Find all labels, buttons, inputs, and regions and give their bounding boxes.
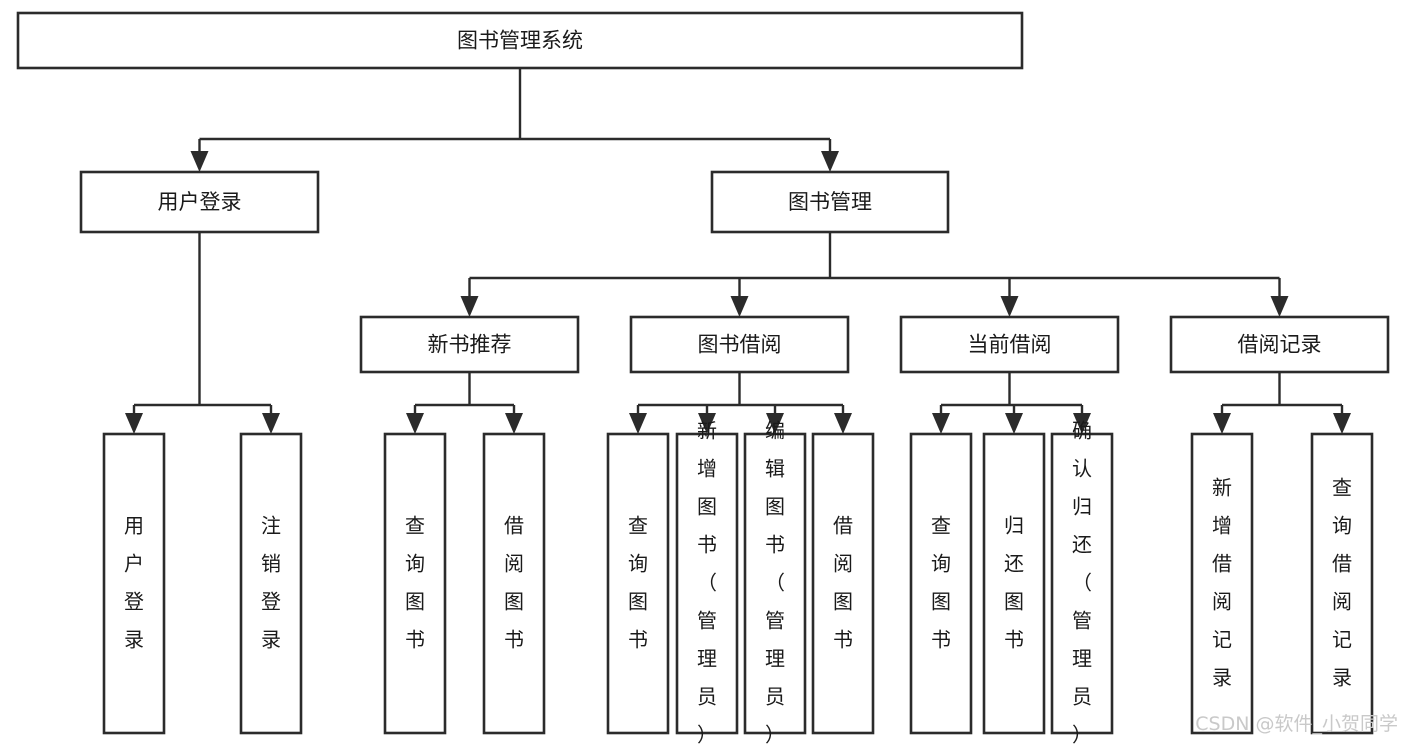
borrow-record-leaves-arrow-0 <box>1213 413 1231 434</box>
node-leaf-user-login[interactable]: 用户登录 <box>102 432 166 735</box>
node-new-book-rec-label: 新书推荐 <box>428 333 512 357</box>
root-arrow-0 <box>190 151 209 172</box>
node-user-login-box[interactable] <box>79 170 320 234</box>
node-leaf-edit-book[interactable]: 编辑图书（管理员） <box>743 419 807 747</box>
current-borrow-leaves-arrow-2 <box>1073 413 1091 434</box>
book-manage-arrow-3 <box>1270 296 1289 317</box>
node-book-manage-box[interactable] <box>710 170 950 234</box>
node-leaf-return-book-label: 归还图书 <box>1004 514 1024 652</box>
node-leaf-query-book-current[interactable]: 查询图书 <box>909 432 973 735</box>
node-leaf-query-book-rec-box[interactable] <box>383 432 447 735</box>
node-new-book-rec[interactable]: 新书推荐 <box>359 315 580 374</box>
node-borrow-record-box[interactable] <box>1169 315 1390 374</box>
node-current-borrow-label: 当前借阅 <box>968 333 1052 357</box>
node-leaf-edit-book-label: 编辑图书（管理员） <box>765 419 785 747</box>
current-borrow-leaves-arrow-1 <box>1005 413 1023 434</box>
new-book-rec-leaves-arrow-1 <box>505 413 523 434</box>
node-leaf-query-book-borrow-label: 查询图书 <box>628 514 648 652</box>
node-leaf-add-record-label: 新增借阅记录 <box>1212 476 1232 690</box>
node-book-borrow[interactable]: 图书借阅 <box>629 315 850 374</box>
node-book-manage[interactable]: 图书管理 <box>710 170 950 234</box>
node-root[interactable]: 图书管理系统 <box>16 11 1024 70</box>
node-leaf-user-logout[interactable]: 注销登录 <box>239 432 303 735</box>
node-leaf-edit-book-box[interactable] <box>743 432 807 735</box>
node-leaf-query-record[interactable]: 查询借阅记录 <box>1310 432 1374 735</box>
node-leaf-confirm-return[interactable]: 确认归还（管理员） <box>1050 419 1114 747</box>
node-leaf-borrow-book-rec-label: 借阅图书 <box>504 514 524 652</box>
node-user-login-label: 用户登录 <box>158 190 242 214</box>
book-borrow-leaves-arrow-3 <box>834 413 852 434</box>
current-borrow-leaves-arrow-0 <box>932 413 950 434</box>
node-leaf-query-record-box[interactable] <box>1310 432 1374 735</box>
node-leaf-query-record-label: 查询借阅记录 <box>1332 476 1352 690</box>
user-login-leaves-arrow-0 <box>125 413 143 434</box>
borrow-record-leaves-arrow-1 <box>1333 413 1351 434</box>
node-borrow-record[interactable]: 借阅记录 <box>1169 315 1390 374</box>
node-leaf-query-book-borrow-box[interactable] <box>606 432 670 735</box>
book-manage-arrow-2 <box>1000 296 1019 317</box>
book-borrow-leaves-arrow-1 <box>698 413 716 434</box>
node-leaf-borrow-book-box[interactable] <box>811 432 875 735</box>
new-book-rec-leaves-arrow-0 <box>406 413 424 434</box>
node-book-borrow-label: 图书借阅 <box>698 333 782 357</box>
node-leaf-borrow-book[interactable]: 借阅图书 <box>811 432 875 735</box>
node-leaf-user-logout-box[interactable] <box>239 432 303 735</box>
node-root-box[interactable] <box>16 11 1024 70</box>
node-book-manage-label: 图书管理 <box>788 190 872 214</box>
node-current-borrow-box[interactable] <box>899 315 1120 374</box>
node-leaf-add-book-label: 新增图书（管理员） <box>697 419 717 747</box>
node-leaf-add-book[interactable]: 新增图书（管理员） <box>675 419 739 747</box>
node-leaf-query-book-current-label: 查询图书 <box>931 514 951 652</box>
user-login-leaves-arrow-1 <box>262 413 280 434</box>
node-leaf-return-book[interactable]: 归还图书 <box>982 432 1046 735</box>
node-leaf-user-login-box[interactable] <box>102 432 166 735</box>
node-leaf-borrow-book-rec[interactable]: 借阅图书 <box>482 432 546 735</box>
book-borrow-leaves-arrow-0 <box>629 413 647 434</box>
node-user-login[interactable]: 用户登录 <box>79 170 320 234</box>
node-leaf-confirm-return-label: 确认归还（管理员） <box>1072 419 1092 747</box>
book-borrow-leaves-arrow-2 <box>766 413 784 434</box>
node-leaf-query-book-rec[interactable]: 查询图书 <box>383 432 447 735</box>
node-leaf-add-record-box[interactable] <box>1190 432 1254 735</box>
node-leaf-confirm-return-box[interactable] <box>1050 432 1114 735</box>
book-manage-arrow-0 <box>460 296 479 317</box>
node-layer: 图书管理系统用户登录图书管理新书推荐图书借阅当前借阅借阅记录用户登录注销登录查询… <box>16 11 1390 747</box>
node-leaf-borrow-book-label: 借阅图书 <box>833 514 853 652</box>
node-borrow-record-label: 借阅记录 <box>1238 333 1322 357</box>
node-new-book-rec-box[interactable] <box>359 315 580 374</box>
node-leaf-return-book-box[interactable] <box>982 432 1046 735</box>
csdn-watermark: CSDN @软件_小贺同学 <box>1195 713 1398 735</box>
node-leaf-borrow-book-rec-box[interactable] <box>482 432 546 735</box>
node-leaf-add-book-box[interactable] <box>675 432 739 735</box>
root-arrow-1 <box>821 151 839 172</box>
node-leaf-query-book-rec-label: 查询图书 <box>405 514 425 652</box>
node-root-label: 图书管理系统 <box>457 29 583 53</box>
connector-layer <box>125 68 1351 434</box>
node-current-borrow[interactable]: 当前借阅 <box>899 315 1120 374</box>
node-leaf-user-logout-label: 注销登录 <box>261 514 281 652</box>
node-book-borrow-box[interactable] <box>629 315 850 374</box>
node-leaf-user-login-label: 用户登录 <box>124 514 144 652</box>
node-leaf-add-record[interactable]: 新增借阅记录 <box>1190 432 1254 735</box>
node-leaf-query-book-current-box[interactable] <box>909 432 973 735</box>
node-leaf-query-book-borrow[interactable]: 查询图书 <box>606 432 670 735</box>
book-manage-arrow-1 <box>730 296 749 317</box>
